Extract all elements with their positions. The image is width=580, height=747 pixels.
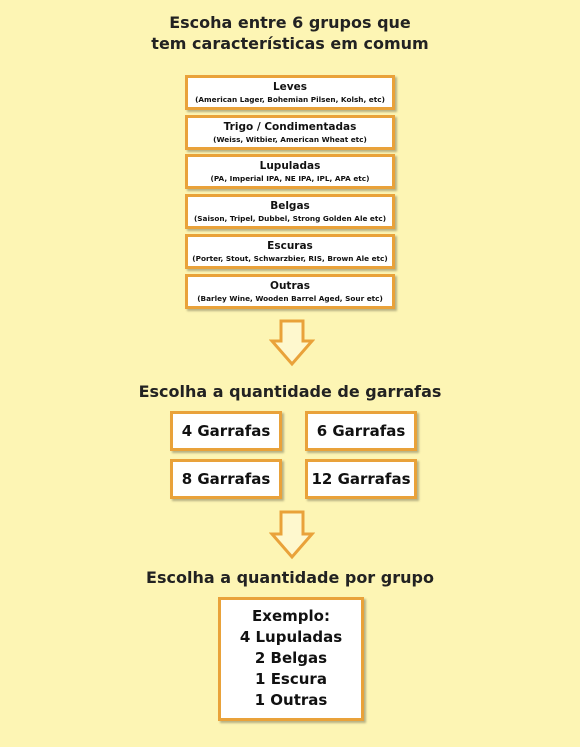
quantity-8-bottles: 8 Garrafas bbox=[170, 459, 282, 499]
example-line: 2 Belgas bbox=[254, 649, 328, 667]
group-description: (American Lager, Bohemian Pilsen, Kolsh,… bbox=[195, 95, 385, 104]
group-name: Lupuladas bbox=[259, 160, 321, 172]
group-description: (PA, Imperial IPA, NE IPA, IPL, APA etc) bbox=[210, 174, 370, 183]
groups-heading-line1: Escoha entre 6 grupos que bbox=[169, 13, 411, 32]
down-arrow-icon bbox=[269, 510, 315, 560]
group-description: (Weiss, Witbier, American Wheat etc) bbox=[213, 135, 367, 144]
down-arrow-icon bbox=[269, 319, 315, 367]
example-title: Exemplo: bbox=[252, 607, 330, 625]
groups-heading: Escoha entre 6 grupos que tem caracterís… bbox=[0, 12, 580, 54]
group-description: (Barley Wine, Wooden Barrel Aged, Sour e… bbox=[197, 294, 383, 303]
group-name: Trigo / Condimentadas bbox=[223, 121, 357, 133]
group-box-outras: Outras (Barley Wine, Wooden Barrel Aged,… bbox=[185, 274, 395, 309]
example-line: 1 Outras bbox=[254, 691, 328, 709]
group-box-escuras: Escuras (Porter, Stout, Schwarzbier, RIS… bbox=[185, 234, 395, 269]
quantity-12-bottles: 12 Garrafas bbox=[305, 459, 417, 499]
group-box-lupuladas: Lupuladas (PA, Imperial IPA, NE IPA, IPL… bbox=[185, 154, 395, 189]
group-name: Belgas bbox=[270, 200, 310, 212]
bottles-heading: Escolha a quantidade de garrafas bbox=[138, 382, 442, 401]
example-line: 1 Escura bbox=[255, 670, 327, 688]
group-box-belgas: Belgas (Saison, Tripel, Dubbel, Strong G… bbox=[185, 194, 395, 229]
example-box: Exemplo: 4 Lupuladas 2 Belgas 1 Escura 1… bbox=[218, 597, 364, 721]
group-description: (Porter, Stout, Schwarzbier, RIS, Brown … bbox=[192, 254, 388, 263]
quantity-4-bottles: 4 Garrafas bbox=[170, 411, 282, 451]
per-group-heading: Escolha a quantidade por grupo bbox=[146, 568, 434, 587]
group-description: (Saison, Tripel, Dubbel, Strong Golden A… bbox=[193, 214, 387, 223]
group-name: Outras bbox=[270, 280, 310, 292]
group-name: Escuras bbox=[267, 240, 313, 252]
group-box-leves: Leves (American Lager, Bohemian Pilsen, … bbox=[185, 75, 395, 110]
example-line: 4 Lupuladas bbox=[239, 628, 343, 646]
group-name: Leves bbox=[272, 81, 308, 93]
groups-heading-line2: tem características em comum bbox=[151, 34, 429, 53]
group-box-trigo: Trigo / Condimentadas (Weiss, Witbier, A… bbox=[185, 115, 395, 150]
quantity-6-bottles: 6 Garrafas bbox=[305, 411, 417, 451]
